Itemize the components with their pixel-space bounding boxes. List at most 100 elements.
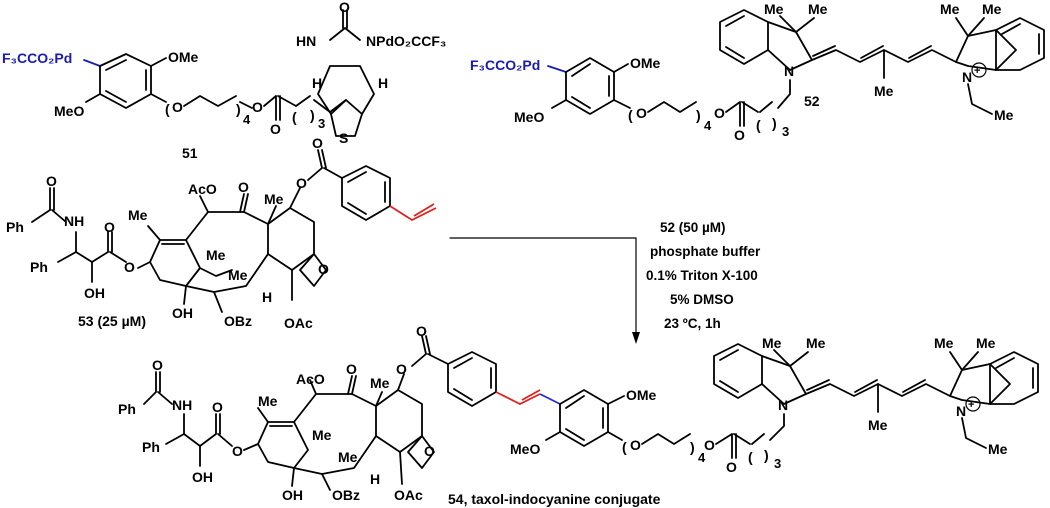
compound-54: Ph O NH Ph OH O O Me OH Me Me AcO O Me O… (118, 323, 1039, 507)
carbonyl-o-label: O (270, 121, 281, 137)
benzoate-o-label: O (312, 135, 323, 151)
nh-label-54: NH (172, 397, 192, 413)
oh-label-54a: OH (192, 469, 213, 485)
urea-o-label: O (339, 0, 350, 15)
ethyl-me-label: Me (994, 107, 1014, 123)
indoline-n-label: N (784, 63, 794, 79)
ester-o-label-54: O (212, 399, 223, 415)
repeat-3: 3 (318, 116, 325, 131)
plus-charge: + (974, 65, 980, 77)
aco-label-53: AcO (188, 181, 217, 197)
me-label-54h: Me (934, 335, 954, 351)
meo-label-54: MeO (510, 441, 540, 457)
ester-o-label-53: O (104, 219, 115, 235)
me-label-54f: Me (806, 335, 826, 351)
condition-surfactant: 0.1% Triton X-100 (646, 268, 758, 283)
carbonyl-o-label-52: O (734, 127, 745, 143)
me-label-54i: Me (976, 335, 996, 351)
compound-51-number: 51 (182, 145, 198, 161)
ethyl-me-label-54: Me (988, 441, 1008, 457)
paren-close-54: ) (690, 439, 695, 455)
meo-label: MeO (54, 103, 84, 119)
amide-o-label-54: O (152, 357, 163, 373)
oxetane-o-label: O (318, 261, 329, 277)
me-label-c: Me (940, 1, 960, 17)
obz-label-54: OBz (332, 487, 360, 503)
compound-53: Ph O NH Ph OH O O Me OH Me Me AcO O Me (6, 135, 437, 331)
me-label-54a: Me (258, 393, 278, 409)
ester-o-label: O (252, 99, 263, 115)
ph-label-54a: Ph (118, 401, 136, 417)
reaction-conditions: 52 (50 µM) phosphate buffer 0.1% Triton … (646, 220, 761, 331)
condition-buffer: phosphate buffer (650, 244, 761, 259)
pd-trifluoroacetate-label-52: F₃CCO₂Pd (470, 57, 540, 73)
oh-label-53: OH (172, 305, 193, 321)
oh-label-54b: OH (282, 487, 303, 503)
repeat-4-52: 4 (704, 118, 712, 133)
condition-reagent: 52 (50 µM) (660, 220, 726, 235)
benzoate-o-label-54: O (416, 323, 427, 339)
ester-o-label-54b: O (704, 437, 715, 453)
amide-o-label: O (46, 173, 57, 189)
ph-label-a: Ph (6, 219, 24, 235)
me-label-53b: Me (206, 247, 226, 263)
obz-label-53: OBz (224, 313, 252, 329)
compound-52-number: 52 (804, 93, 820, 109)
repeat-4: 4 (243, 112, 251, 127)
me-label-53d: Me (264, 191, 284, 207)
condition-temp-time: 23 ºC, 1h (664, 316, 721, 331)
pd-trifluoroacetate-label: F₃CCO₂Pd (2, 50, 72, 66)
paren-close-2-52: ) (772, 115, 777, 131)
sidechain-o-label: O (124, 259, 135, 275)
oxetane-o-label-54: O (424, 443, 435, 459)
ph-label-b: Ph (30, 259, 48, 275)
me-label-54d: Me (370, 375, 390, 391)
indolium-n-label-54: N (956, 403, 966, 419)
aco-label-54: AcO (296, 371, 325, 387)
me-label-a: Me (764, 1, 784, 17)
me-label-54b: Me (312, 427, 332, 443)
repeat-4-54: 4 (698, 450, 706, 465)
me-label-54e: Me (762, 335, 782, 351)
h-label-right: H (378, 75, 388, 91)
ketone-o-label: O (238, 179, 249, 195)
hn-label: HN (296, 33, 316, 49)
ph-label-54b: Ph (142, 439, 160, 455)
me-label-54g: Me (868, 417, 888, 433)
compound-51: F₃CCO₂Pd OMe MeO ( O ) 4 O O ( ) 3 S HN … (2, 0, 446, 161)
ome-label-52: OMe (630, 55, 661, 71)
me-label-d: Me (982, 1, 1002, 17)
oac-label-54: OAc (394, 487, 423, 503)
paren-open-52: ( (628, 107, 633, 123)
compound-52: F₃CCO₂Pd OMe MeO ( O ) 4 O O ( ) 3 N Me (470, 1, 1045, 143)
me-label-53c: Me (228, 267, 248, 283)
me-label-center: Me (874, 83, 894, 99)
ether-o-label: O (172, 99, 183, 115)
paren-open-2: ( (292, 109, 297, 125)
paren-open-2-52: ( (756, 117, 761, 133)
indoline-n-label-54: N (778, 397, 788, 413)
ether-o-label-52: O (636, 105, 647, 121)
oh-label: OH (84, 285, 105, 301)
me-label-53a: Me (128, 207, 148, 223)
paren-close: ) (236, 101, 241, 117)
paren-open: ( (165, 101, 170, 117)
paren-open-2-54: ( (748, 449, 753, 465)
sidechain-o-label-54: O (232, 443, 243, 459)
ether-o-label-54: O (630, 437, 641, 453)
ome-label: OMe (168, 49, 199, 65)
h-label-53: H (262, 289, 272, 305)
ring-c-o-label-54: O (396, 361, 407, 377)
plus-charge-54: + (968, 399, 974, 411)
me-label-54c: Me (338, 449, 358, 465)
h-label-left: H (312, 75, 322, 91)
repeat-3-52: 3 (782, 124, 789, 139)
oac-label-53: OAc (284, 315, 313, 331)
reaction-arrow (449, 237, 640, 344)
paren-close-2: ) (310, 107, 315, 123)
me-label-b: Me (808, 1, 828, 17)
paren-close-52: ) (696, 107, 701, 123)
compound-53-label: 53 (25 µM) (78, 313, 146, 329)
meo-label-52: MeO (514, 109, 544, 125)
